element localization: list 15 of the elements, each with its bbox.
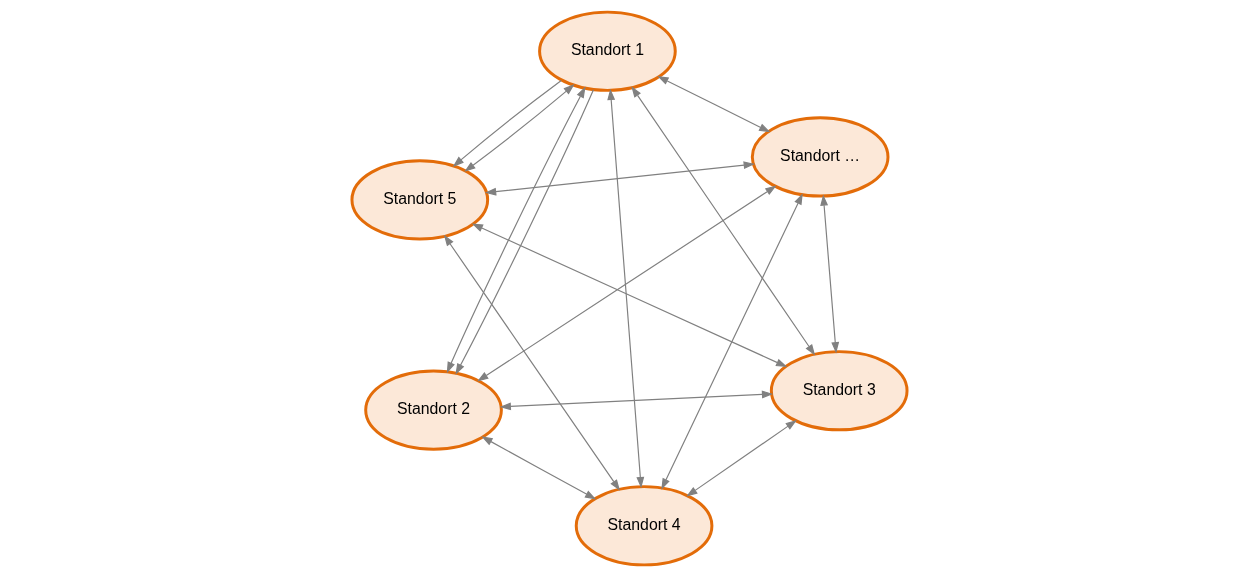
arrow <box>685 420 797 497</box>
arrow <box>484 161 755 196</box>
arrow <box>443 234 620 491</box>
arrow <box>471 223 787 368</box>
node-ellipse: Standort 1 <box>537 10 677 92</box>
arrow <box>660 193 803 490</box>
arrow <box>606 88 644 489</box>
arrow <box>630 86 815 356</box>
arrow <box>656 76 770 133</box>
arrow <box>499 390 773 411</box>
arrow <box>452 79 562 167</box>
arrow <box>480 436 596 500</box>
arrow <box>463 84 575 172</box>
arrow <box>819 194 839 354</box>
arrow <box>476 185 777 382</box>
